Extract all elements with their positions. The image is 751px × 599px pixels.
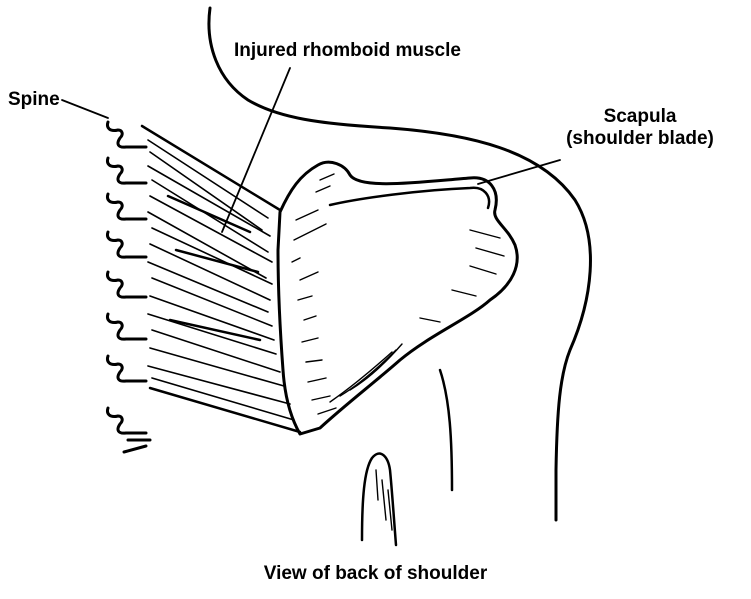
- scapula-outline: [278, 162, 517, 434]
- scapula-spine: [330, 188, 489, 208]
- spine-vertebrae: [107, 122, 150, 452]
- rhomboid-leader-line: [222, 68, 290, 232]
- rhomboid-fibers: [148, 140, 294, 420]
- spine-leader-line: [62, 100, 108, 118]
- scapula-label: Scapula (shoulder blade): [550, 106, 730, 150]
- lower-arm-shape: [362, 454, 396, 545]
- diagram-caption: View of back of shoulder: [0, 563, 751, 585]
- rhomboid-label: Injured rhomboid muscle: [234, 40, 461, 62]
- scapula-label-line2: (shoulder blade): [550, 128, 730, 150]
- neck-shoulder-outline: [209, 8, 591, 520]
- scapula-shading: [292, 174, 504, 414]
- scapula-label-line1: Scapula: [550, 106, 730, 128]
- arm-inner-outline: [440, 370, 452, 490]
- spine-label: Spine: [8, 89, 60, 111]
